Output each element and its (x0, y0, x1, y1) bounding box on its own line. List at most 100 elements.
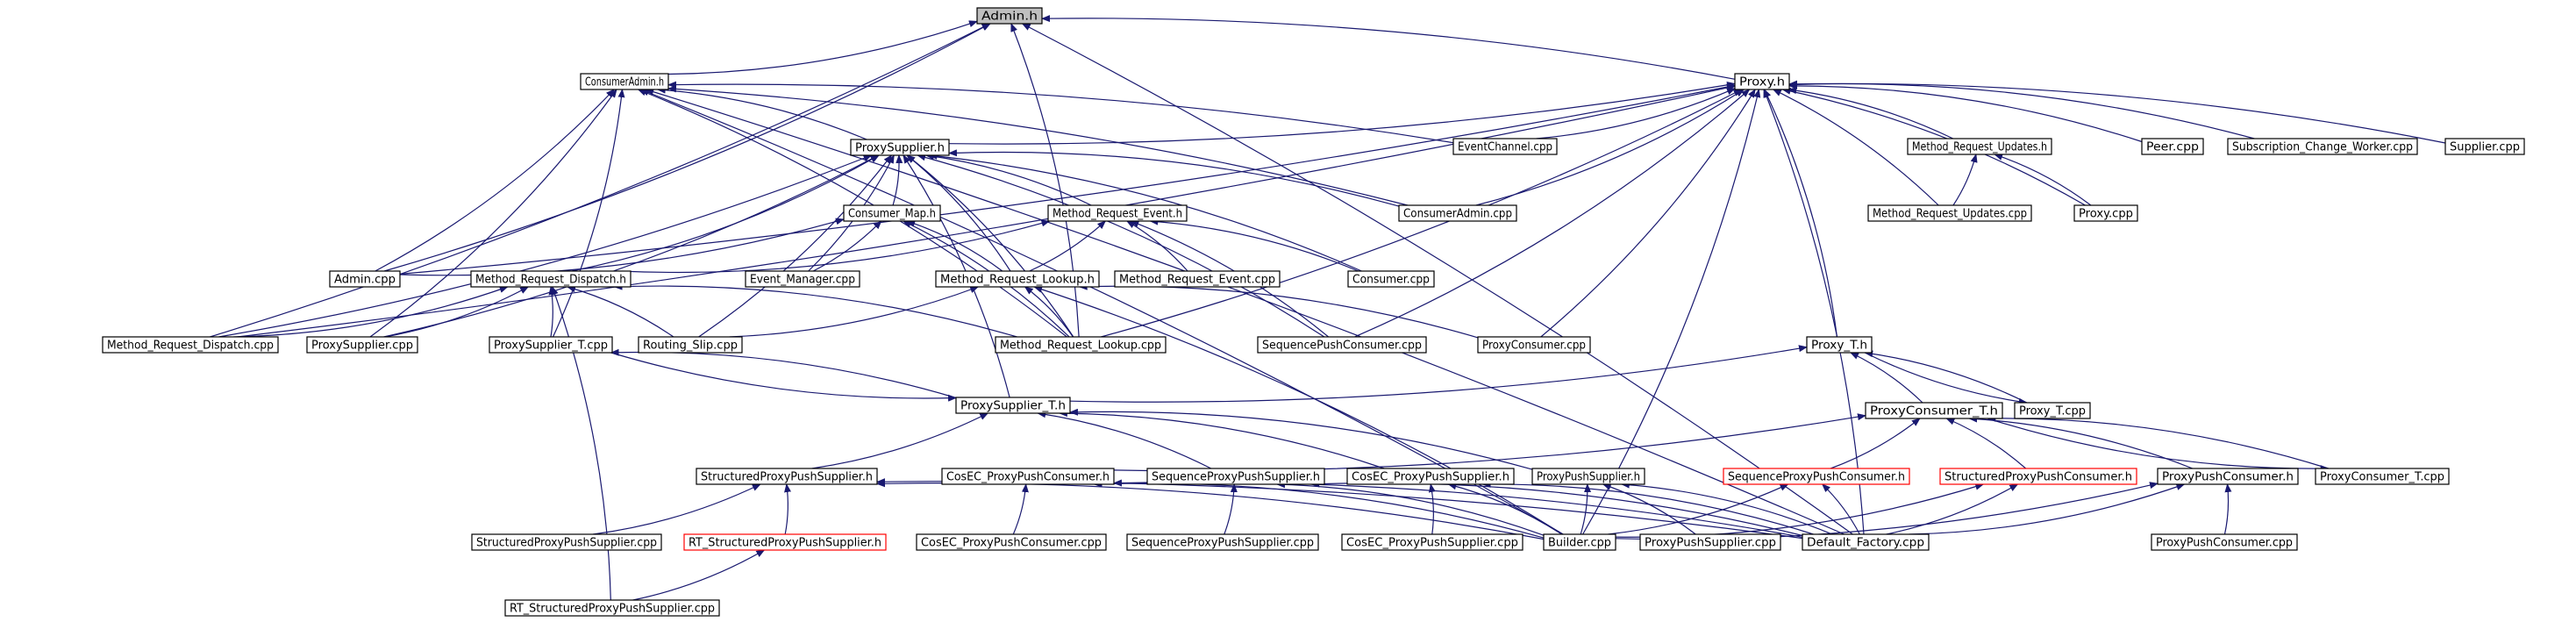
node-box[interactable] (1146, 468, 1325, 485)
node-proxysupplier-t-h[interactable]: ProxySupplier_T.h (955, 397, 1071, 414)
node-seqpushconsumer-cpp[interactable]: SequencePushConsumer.cpp (1257, 336, 1427, 354)
node-mru-cpp[interactable]: Method_Request_Updates.cpp (1867, 204, 2032, 222)
node-seqpps-h[interactable]: SequenceProxyPushSupplier.h (1146, 468, 1325, 485)
node-spps-cpp[interactable]: StructuredProxyPushSupplier.cpp (471, 533, 662, 551)
node-default-factory-cpp[interactable]: Default_Factory.cpp (1802, 533, 1930, 551)
node-box[interactable] (470, 270, 632, 288)
node-consumermap-h[interactable]: Consumer_Map.h (843, 204, 941, 222)
node-proxysupplier-cpp[interactable]: ProxySupplier.cpp (306, 336, 418, 354)
node-spps-h[interactable]: StructuredProxyPushSupplier.h (696, 468, 878, 485)
node-box[interactable] (2073, 204, 2138, 222)
node-box[interactable] (1452, 138, 1558, 155)
node-pps-cpp[interactable]: ProxyPushSupplier.cpp (1639, 533, 1781, 551)
node-box[interactable] (1639, 533, 1781, 551)
node-box[interactable] (1114, 270, 1281, 288)
node-seqppc-h[interactable]: SequenceProxyPushConsumer.h (1723, 468, 1910, 485)
node-eventchannel-cpp[interactable]: EventChannel.cpp (1452, 138, 1558, 155)
node-box[interactable] (745, 270, 860, 288)
node-box[interactable] (1543, 533, 1616, 551)
node-box[interactable] (683, 533, 887, 551)
node-box[interactable] (1531, 468, 1645, 485)
node-box[interactable] (1126, 533, 1319, 551)
node-box[interactable] (1806, 336, 1873, 354)
node-box[interactable] (2444, 138, 2525, 155)
node-box[interactable] (1907, 138, 2052, 155)
node-box[interactable] (941, 468, 1115, 485)
node-box[interactable] (1802, 533, 1930, 551)
node-box[interactable] (638, 336, 743, 354)
node-proxy-h[interactable]: Proxy.h (1734, 73, 1790, 90)
node-box[interactable] (2141, 138, 2204, 155)
node-proxy-cpp[interactable]: Proxy.cpp (2073, 204, 2138, 222)
node-box[interactable] (471, 533, 662, 551)
node-builder-cpp[interactable]: Builder.cpp (1543, 533, 1616, 551)
node-cosec-ppc-h[interactable]: CosEC_ProxyPushConsumer.h (941, 468, 1115, 485)
node-box[interactable] (1734, 73, 1790, 90)
node-mrd-cpp[interactable]: Method_Request_Dispatch.cpp (102, 336, 279, 354)
node-box[interactable] (2151, 533, 2298, 551)
node-box[interactable] (1398, 204, 1517, 222)
node-box[interactable] (955, 397, 1071, 414)
node-scw-cpp[interactable]: Subscription_Change_Worker.cpp (2227, 138, 2418, 155)
node-cosec-pps-h[interactable]: CosEC_ProxyPushSupplier.h (1346, 468, 1515, 485)
node-box[interactable] (2227, 138, 2418, 155)
node-box[interactable] (1865, 402, 2003, 419)
node-box[interactable] (916, 533, 1107, 551)
node-box[interactable] (329, 270, 401, 288)
node-box[interactable] (1047, 204, 1188, 222)
node-supplier-cpp[interactable]: Supplier.cpp (2444, 138, 2525, 155)
node-box[interactable] (489, 336, 613, 354)
node-box[interactable] (1939, 468, 2137, 485)
node-box[interactable] (843, 204, 941, 222)
node-proxysupplier-t-cpp[interactable]: ProxySupplier_T.cpp (489, 336, 613, 354)
node-ppc-cpp[interactable]: ProxyPushConsumer.cpp (2151, 533, 2298, 551)
node-peer-cpp[interactable]: Peer.cpp (2141, 138, 2204, 155)
node-proxyconsumer-cpp[interactable]: ProxyConsumer.cpp (1477, 336, 1591, 354)
node-box[interactable] (696, 468, 878, 485)
node-box[interactable] (504, 599, 720, 617)
node-consumeradmin-h[interactable]: ConsumerAdmin.h (580, 73, 669, 90)
node-mre-cpp[interactable]: Method_Request_Event.cpp (1114, 270, 1281, 288)
node-consumeradmin-cpp[interactable]: ConsumerAdmin.cpp (1398, 204, 1517, 222)
node-box[interactable] (1867, 204, 2032, 222)
node-proxyconsumer-t-h[interactable]: ProxyConsumer_T.h (1865, 402, 2003, 419)
node-consumer-cpp[interactable]: Consumer.cpp (1347, 270, 1435, 288)
node-box[interactable] (1257, 336, 1427, 354)
node-seqpps-cpp[interactable]: SequenceProxyPushSupplier.cpp (1126, 533, 1319, 551)
node-pps-h[interactable]: ProxyPushSupplier.h (1531, 468, 1645, 485)
node-mrd-h[interactable]: Method_Request_Dispatch.h (470, 270, 632, 288)
node-box[interactable] (1723, 468, 1910, 485)
node-proxy-t-cpp[interactable]: Proxy_T.cpp (2014, 402, 2091, 419)
node-sppc-h[interactable]: StructuredProxyPushConsumer.h (1939, 468, 2137, 485)
node-box[interactable] (995, 336, 1167, 354)
node-box[interactable] (2315, 468, 2450, 485)
node-box[interactable] (1347, 270, 1435, 288)
node-box[interactable] (976, 7, 1043, 25)
node-box[interactable] (850, 139, 950, 156)
node-proxy-t-h[interactable]: Proxy_T.h (1806, 336, 1873, 354)
node-box[interactable] (580, 73, 669, 90)
node-admin-cpp[interactable]: Admin.cpp (329, 270, 401, 288)
node-box[interactable] (1477, 336, 1591, 354)
node-rt-spps-cpp[interactable]: RT_StructuredProxyPushSupplier.cpp (504, 599, 720, 617)
node-cosec-ppc-cpp[interactable]: CosEC_ProxyPushConsumer.cpp (916, 533, 1107, 551)
node-mrl-h[interactable]: Method_Request_Lookup.h (935, 270, 1100, 288)
node-box[interactable] (2014, 402, 2091, 419)
node-mre-h[interactable]: Method_Request_Event.h (1047, 204, 1188, 222)
node-proxysupplier-h[interactable]: ProxySupplier.h (850, 139, 950, 156)
node-proxyconsumer-t-cpp[interactable]: ProxyConsumer_T.cpp (2315, 468, 2450, 485)
node-routingslip-cpp[interactable]: Routing_Slip.cpp (638, 336, 743, 354)
node-mru-h[interactable]: Method_Request_Updates.h (1907, 138, 2052, 155)
node-box[interactable] (1346, 468, 1515, 485)
node-box[interactable] (2157, 468, 2299, 485)
node-admin-h[interactable]: Admin.h (976, 7, 1043, 25)
node-cosec-pps-cpp[interactable]: CosEC_ProxyPushSupplier.cpp (1341, 533, 1523, 551)
node-eventmanager-cpp[interactable]: Event_Manager.cpp (745, 270, 860, 288)
node-box[interactable] (306, 336, 418, 354)
node-mrl-cpp[interactable]: Method_Request_Lookup.cpp (995, 336, 1167, 354)
node-box[interactable] (935, 270, 1100, 288)
node-box[interactable] (1341, 533, 1523, 551)
node-rt-spps-h[interactable]: RT_StructuredProxyPushSupplier.h (683, 533, 887, 551)
node-box[interactable] (102, 336, 279, 354)
node-ppc-h[interactable]: ProxyPushConsumer.h (2157, 468, 2299, 485)
